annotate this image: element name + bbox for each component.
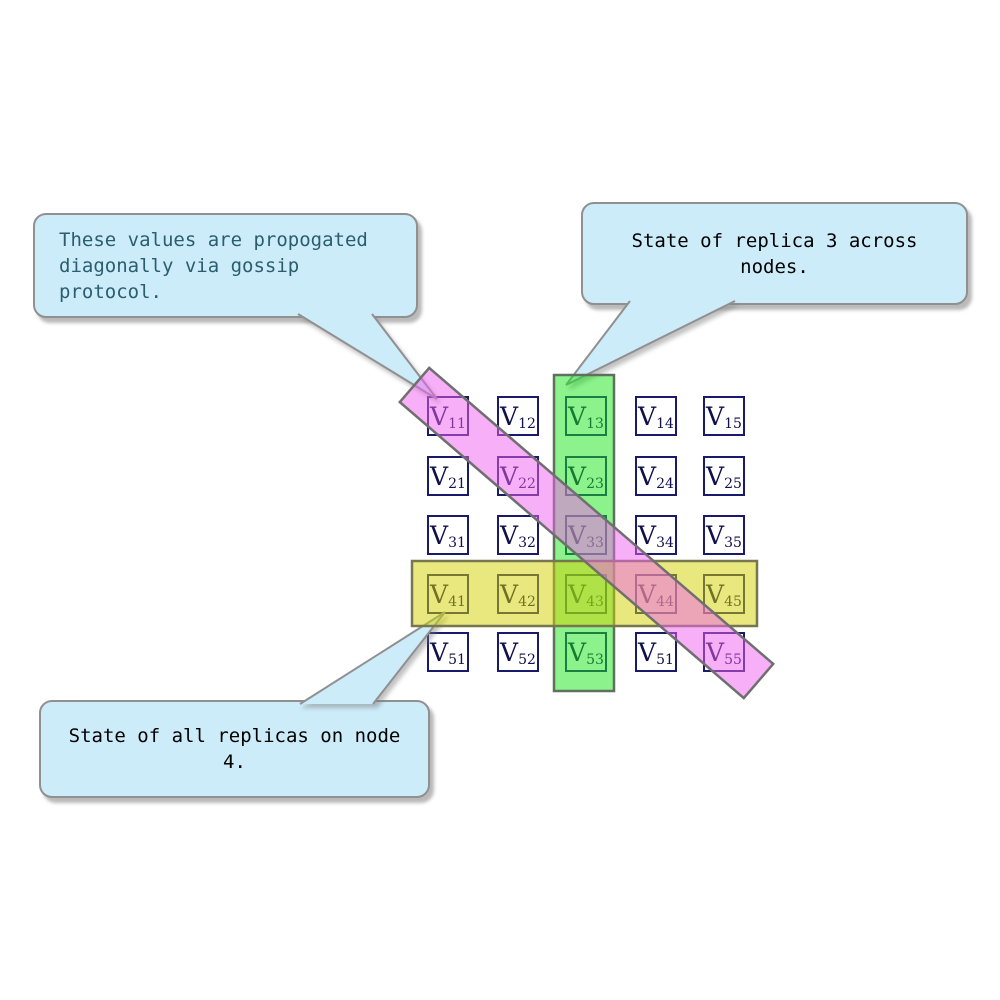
cell-subscript: 33 (586, 535, 604, 551)
cell-subscript: 15 (724, 416, 742, 432)
cell-label: V (500, 461, 519, 491)
cell-label: V (500, 637, 519, 667)
node4-callout: State of all replicas on node 4. (39, 700, 430, 798)
node4-callout-line1: State of all replicas on node 4. (68, 725, 401, 773)
gossip-callout-text: These values are propogated diagonally v… (35, 227, 416, 305)
cell-label: V (568, 579, 587, 609)
cell-label: V (638, 520, 657, 550)
cell-label: V (706, 579, 725, 609)
cell-subscript: 35 (724, 535, 742, 551)
cell-label: V (430, 401, 449, 431)
cell-subscript: 43 (586, 594, 604, 610)
gossip-callout-line1: These values are propogated (59, 228, 368, 251)
cell-subscript: 52 (518, 652, 536, 668)
cell-label: V (568, 520, 587, 550)
replica3-callout-pointer (565, 300, 736, 386)
cell-label: V (638, 637, 657, 667)
cell-subscript: 13 (586, 416, 604, 432)
cell-subscript: 51 (656, 652, 674, 668)
cell-subscript: 44 (656, 594, 674, 610)
cell-label: V (706, 401, 725, 431)
cell-label: V (706, 637, 725, 667)
cell-label: V (500, 401, 519, 431)
cell-label: V (568, 401, 587, 431)
cell-label: V (638, 401, 657, 431)
cell-subscript: 32 (518, 535, 536, 551)
cell-label: V (500, 579, 519, 609)
cell-label: V (638, 579, 657, 609)
gossip-callout-line2: diagonally via gossip protocol. (59, 254, 300, 303)
cell-subscript: 23 (586, 476, 604, 492)
cell-subscript: 45 (724, 594, 742, 610)
cell-subscript: 42 (518, 594, 536, 610)
cell-subscript: 24 (656, 476, 674, 492)
cell-subscript: 53 (586, 652, 604, 668)
cell-subscript: 55 (724, 652, 742, 668)
cell-subscript: 21 (448, 476, 466, 492)
gossip-callout-pointer (297, 313, 438, 400)
replica3-callout-text: State of replica 3 across nodes. (583, 228, 966, 280)
cell-label: V (430, 637, 449, 667)
cell-subscript: 12 (518, 416, 536, 432)
cell-label: V (430, 461, 449, 491)
cell-subscript: 41 (448, 594, 466, 610)
cell-label: V (500, 520, 519, 550)
cell-label: V (430, 579, 449, 609)
cell-subscript: 14 (656, 416, 674, 432)
replica3-callout-line1: State of replica 3 across nodes. (631, 229, 918, 278)
node4-callout-pointer (299, 611, 446, 705)
cell-subscript: 11 (448, 416, 466, 432)
replica3-callout: State of replica 3 across nodes. (581, 202, 968, 305)
cell-label: V (568, 637, 587, 667)
cell-label: V (430, 520, 449, 550)
node4-callout-text: State of all replicas on node 4. (41, 723, 428, 775)
gossip-callout: These values are propogated diagonally v… (33, 213, 418, 318)
cell-subscript: 22 (518, 476, 536, 492)
cell-label: V (706, 520, 725, 550)
cell-subscript: 31 (448, 535, 466, 551)
cell-subscript: 25 (724, 476, 742, 492)
cell-label: V (568, 461, 587, 491)
cell-subscript: 34 (656, 535, 674, 551)
cell-subscript: 51 (448, 652, 466, 668)
cell-label: V (706, 461, 725, 491)
cell-label: V (638, 461, 657, 491)
